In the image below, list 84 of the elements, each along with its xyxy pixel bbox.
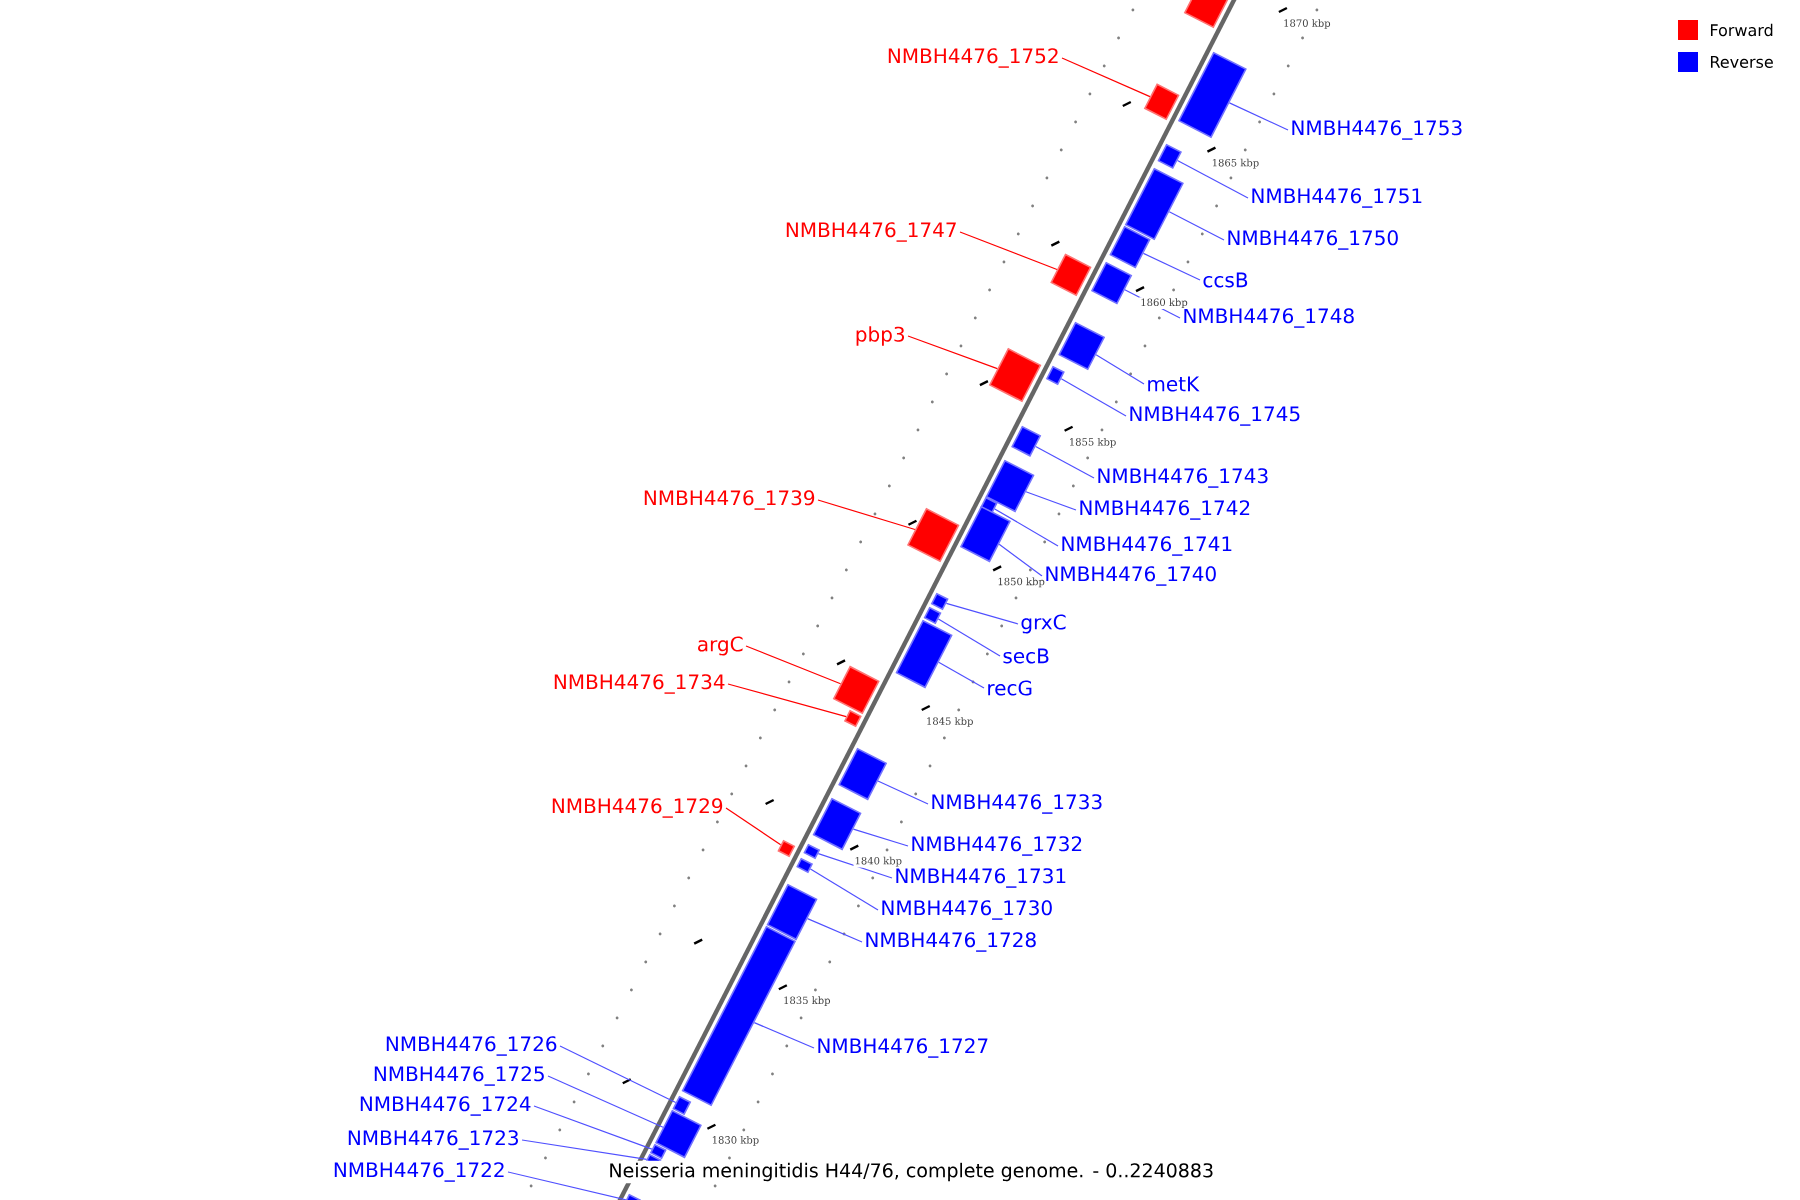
gene-label: NMBH4476_1753 (1292, 120, 1462, 140)
gene-label: metK (1148, 376, 1200, 392)
gene-block (766, 883, 818, 941)
gene-block (923, 606, 942, 625)
gene-block (985, 459, 1035, 513)
gene-label: pbp3 (856, 326, 905, 346)
leader-line (817, 853, 893, 879)
leader-line (945, 602, 1019, 625)
leader-line (507, 1171, 627, 1200)
leader-line (817, 499, 916, 531)
gene-block (1045, 365, 1065, 386)
gene-label: NMBH4476_1740 (1046, 566, 1216, 586)
gene-label: NMBH4476_1730 (882, 900, 1052, 920)
gene-block (832, 665, 880, 715)
gene-label: NMBH4476_1747 (786, 222, 956, 242)
leader-line (1025, 491, 1077, 511)
gene-block (1090, 261, 1133, 305)
leader-line (1061, 57, 1151, 98)
gene-block (654, 1109, 702, 1159)
gene-label: NMBH4476_1734 (554, 674, 725, 694)
gene-label: NMBH4476_1748 (1184, 308, 1354, 328)
gene-label: NMBH4476_1732 (912, 836, 1082, 856)
gene-label: NMBH4476_1725 (374, 1066, 544, 1086)
caption: Neisseria meningitidis H44/76, complete genome. - 0..2240883 (606, 1160, 1217, 1184)
gene-label: NMBH4476_1742 (1080, 500, 1250, 520)
leader-line (547, 1075, 664, 1128)
gene-block (1143, 83, 1180, 121)
legend-label: Reverse (1711, 56, 1773, 68)
leader-line (852, 828, 909, 847)
gene-label: NMBH4476_1729 (552, 798, 723, 818)
leader-line (998, 543, 1043, 577)
gene-label: NMBH4476_1751 (1252, 188, 1422, 208)
leader-line (559, 1045, 677, 1104)
gene-block (649, 1143, 667, 1160)
leader-line (1176, 159, 1249, 199)
leader-line (725, 807, 782, 846)
leader-line (1095, 354, 1145, 385)
leader-line (1168, 211, 1225, 241)
gene-label: secB (1003, 648, 1049, 664)
leader-line (533, 1105, 653, 1150)
gene-block (895, 619, 953, 689)
gene-block (812, 797, 862, 851)
gene-label: NMBH4476_1745 (1130, 406, 1300, 426)
gene-block (1109, 225, 1151, 269)
gene-label: grxC (1021, 614, 1066, 634)
leader-line (937, 618, 1001, 657)
gene-block (1157, 143, 1182, 170)
gene-label: NMBH4476_1722 (334, 1162, 504, 1182)
gene-label: NMBH4476_1731 (896, 868, 1066, 888)
leader-line (1142, 252, 1201, 281)
leader-line (938, 661, 985, 689)
gene-label: NMBH4476_1727 (818, 1038, 988, 1058)
gene-block (672, 1095, 692, 1116)
gene-label: NMBH4476_1741 (1062, 536, 1232, 556)
gene-label: argC (698, 636, 743, 656)
leader-line (877, 780, 929, 805)
leader-line (809, 868, 879, 911)
gene-block (1124, 167, 1184, 241)
gene-label: NMBH4476_1724 (360, 1096, 531, 1116)
leader-line (959, 231, 1058, 271)
leader-line (1060, 378, 1127, 417)
gene-block (1177, 51, 1247, 139)
gene-label: NMBH4476_1723 (348, 1130, 518, 1150)
gene-label: NMBH4476_1750 (1228, 230, 1398, 250)
leader-line (907, 335, 998, 370)
leader-line (1035, 445, 1095, 479)
leader-line (745, 645, 842, 685)
gene-label: NMBH4476_1728 (866, 932, 1036, 952)
gene-block (930, 592, 949, 611)
gene-block (1050, 253, 1092, 297)
gene-label: NMBH4476_1726 (386, 1036, 557, 1056)
gene-label: recG (988, 680, 1032, 696)
leader-line (994, 508, 1059, 547)
leader-line (727, 683, 847, 718)
gene-label: ccsB (1203, 272, 1248, 288)
leader-line (753, 1022, 815, 1049)
gene-label: NMBH4476_1733 (932, 794, 1102, 814)
leader-line (521, 1139, 648, 1160)
leader-line (1228, 102, 1289, 131)
gene-label: NMBH4476_1743 (1098, 468, 1268, 488)
leader-line (806, 918, 863, 943)
gene-label: NMBH4476_1752 (888, 48, 1058, 68)
legend-label: Forward (1711, 23, 1773, 37)
gene-label: NMBH4476_1739 (644, 490, 815, 510)
